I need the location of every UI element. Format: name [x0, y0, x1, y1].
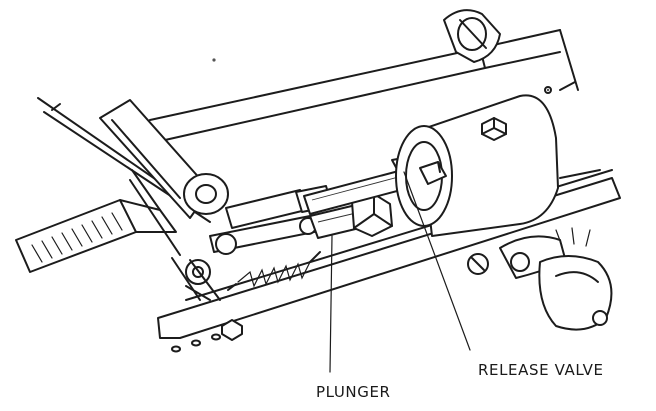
plunger-label: PLUNGER [316, 383, 391, 401]
plunger-leader [329, 235, 333, 373]
release-valve-leader [403, 171, 471, 351]
print-speck [546, 88, 550, 92]
reservoir-cylinder [395, 86, 559, 237]
frame-bolt [221, 319, 243, 341]
release-valve-label: RELEASE VALVE [478, 361, 604, 379]
print-speck [212, 58, 216, 62]
rear-caster [443, 9, 501, 63]
leader-lines [329, 171, 471, 373]
handle-socket [99, 99, 229, 219]
foot-pedal [15, 199, 177, 273]
pump-linkage [185, 185, 333, 301]
return-spring [227, 251, 321, 291]
lift-arm [467, 227, 613, 331]
